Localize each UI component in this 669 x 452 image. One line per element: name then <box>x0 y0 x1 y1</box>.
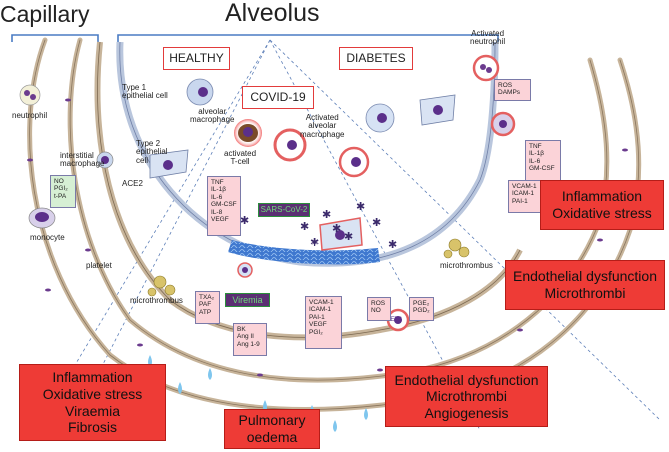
neutrophil-label: neutrophil <box>12 111 48 120</box>
oedema-fluid <box>228 240 380 265</box>
platelet-label: platelet <box>86 261 112 270</box>
svg-text:✱: ✱ <box>344 230 353 243</box>
healthy-tag: HEALTHY <box>163 47 230 70</box>
diabetes-tag: DIABETES <box>339 47 413 70</box>
microthrombi <box>147 238 470 297</box>
oedema-label: oedema <box>290 241 319 250</box>
alveolus-bracket <box>117 34 499 42</box>
svg-text:✱: ✱ <box>300 220 309 233</box>
viremia-label: Viremia <box>225 293 270 307</box>
monocyte-label: monocyte <box>30 233 65 242</box>
svg-text:✱: ✱ <box>310 236 319 249</box>
microthrombus-left-label: microthrombus <box>130 296 183 305</box>
microthrombus-right-label: microthrombus <box>440 261 493 270</box>
alveolus-header: Alveolus <box>225 0 320 27</box>
capillary-header: Capillary <box>0 1 90 27</box>
svg-text:✱: ✱ <box>372 216 381 229</box>
sars-cov-2-label: SARS-CoV-2 <box>258 203 310 217</box>
cells <box>19 54 628 377</box>
svg-text:✱: ✱ <box>388 238 397 251</box>
svg-text:✱: ✱ <box>240 214 249 227</box>
nets-label: NETS <box>386 317 403 323</box>
svg-text:✱: ✱ <box>356 200 365 213</box>
svg-text:✱: ✱ <box>332 222 341 235</box>
ace2-label: ACE2 <box>122 179 143 188</box>
svg-text:✱: ✱ <box>322 208 331 221</box>
covid-tag: COVID-19 <box>242 86 314 109</box>
capillary-bracket <box>11 34 99 42</box>
